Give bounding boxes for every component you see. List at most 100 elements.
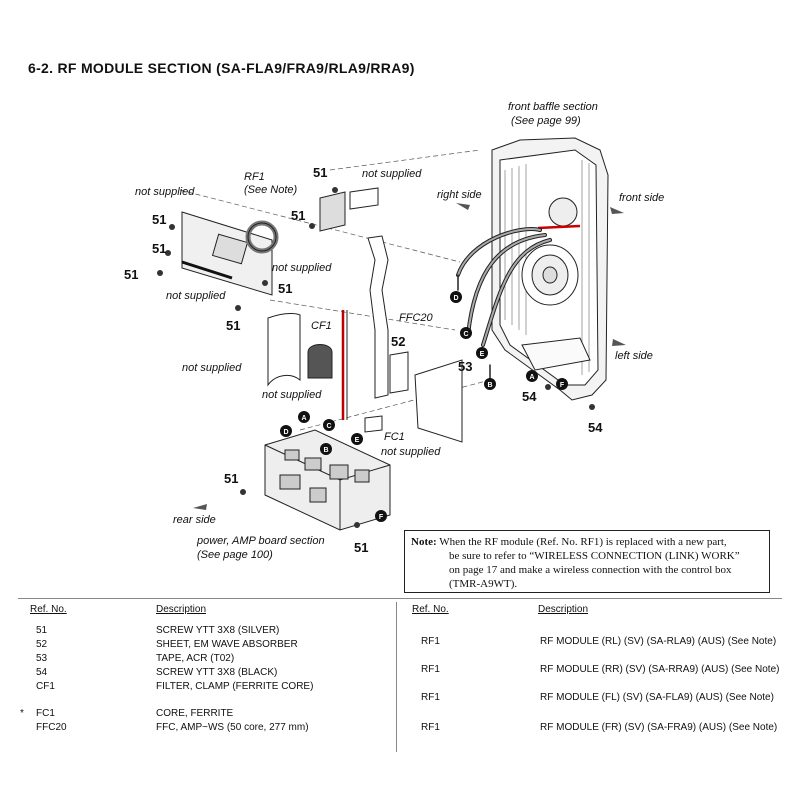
svg-text:E: E	[480, 351, 485, 358]
callout-51: 51	[313, 165, 327, 180]
callout-51: 51	[152, 241, 166, 256]
note-line-2: be sure to refer to “WIRELESS CONNECTION…	[449, 550, 740, 562]
connector-e-icon: E	[351, 433, 363, 445]
cf1-filter-clamp	[307, 310, 348, 420]
tape-53-part	[414, 359, 463, 443]
cover-sheet-part	[267, 313, 301, 387]
not-supplied-label: not supplied	[135, 186, 195, 198]
callout-numbers: 51 51 51 51 51 51 51 51 51 52 53 54 54	[124, 165, 603, 555]
page-title: 6-2. RF MODULE SECTION (SA-FLA9/FRA9/RLA…	[28, 60, 415, 76]
svg-text:F: F	[379, 514, 384, 521]
ffc20-label: FFC20	[399, 312, 434, 324]
rf1-see-note-label: (See Note)	[244, 184, 298, 196]
connector-c-icon: C	[460, 327, 472, 339]
callout-51: 51	[226, 318, 240, 333]
rf-row-ref: RF1	[421, 692, 440, 703]
callout-52: 52	[391, 334, 405, 349]
table-separator	[18, 598, 782, 599]
connector-f-icon: F	[375, 510, 387, 522]
rf-table-desc-header: Description	[538, 604, 589, 615]
rf-row-ref: RF1	[421, 664, 440, 675]
not-supplied-label: not supplied	[272, 262, 332, 274]
left-side-label: left side	[615, 350, 653, 362]
ring-gasket	[245, 220, 279, 254]
connector-e-icon: E	[476, 347, 488, 359]
svg-text:D: D	[453, 295, 458, 302]
arrow-front-side	[610, 207, 624, 214]
fc1-label: FC1	[384, 431, 405, 443]
parts-row-desc: SHEET, EM WAVE ABSORBER	[156, 639, 298, 650]
not-supplied-label: not supplied	[166, 290, 226, 302]
parts-row-ref: 53	[36, 653, 48, 664]
rf-row-desc: RF MODULE (FR) (SV) (SA-FRA9) (AUS) (See…	[540, 722, 778, 733]
rf-row-desc: RF MODULE (RL) (SV) (SA-RLA9) (AUS) (See…	[540, 636, 777, 647]
note-line-3: on page 17 and make a wireless connectio…	[449, 564, 732, 576]
note-box: Note: When the RF module (Ref. No. RF1) …	[404, 530, 770, 593]
rf1-label: RF1	[244, 171, 265, 183]
parts-row-ref: FC1	[36, 708, 55, 719]
rf-table-ref-header: Ref. No.	[412, 604, 449, 615]
right-side-label: right side	[437, 189, 482, 201]
rf-row-ref: RF1	[421, 722, 440, 733]
fc1-core-part	[364, 415, 383, 433]
not-supplied-label: not supplied	[381, 446, 441, 458]
svg-text:A: A	[301, 415, 306, 422]
callout-51: 51	[152, 212, 166, 227]
table-column-separator	[396, 602, 397, 752]
connector-a-icon: A	[298, 411, 310, 423]
screws	[157, 187, 595, 528]
wiring-harness	[456, 227, 552, 379]
note-heading: Note:	[411, 536, 437, 548]
connector-d-icon: D	[450, 291, 462, 303]
parts-table-ref-header: Ref. No.	[30, 604, 67, 615]
front-baffle-label: front baffle section	[508, 101, 598, 113]
callout-51: 51	[354, 540, 368, 555]
parts-row-mark: *	[20, 708, 24, 719]
parts-row-ref: CF1	[36, 681, 55, 692]
svg-text:B: B	[487, 382, 492, 389]
power-amp-ref-label: (See page 100)	[197, 549, 273, 561]
callout-54: 54	[522, 389, 537, 404]
not-supplied-label: not supplied	[182, 362, 242, 374]
note-line-4: (TMR-A9WT).	[449, 578, 518, 590]
direction-arrows	[193, 203, 626, 510]
parts-row-ref: 51	[36, 625, 48, 636]
power-amp-board	[264, 429, 391, 531]
cf1-label: CF1	[311, 320, 332, 332]
rf-row-desc: RF MODULE (FL) (SV) (SA-FLA9) (AUS) (See…	[540, 692, 774, 703]
parts-row-desc: SCREW YTT 3X8 (BLACK)	[156, 667, 278, 678]
callout-54: 54	[588, 420, 603, 435]
arrow-rear-side	[193, 504, 207, 510]
connector-c-icon: C	[323, 419, 335, 431]
rear-side-label: rear side	[173, 514, 216, 526]
rf1-module	[319, 187, 379, 232]
svg-text:F: F	[560, 382, 565, 389]
parts-row-desc: CORE, FERRITE	[156, 708, 234, 719]
connector-b-icon: B	[320, 443, 332, 455]
connector-f-icon: F	[556, 378, 568, 390]
svg-text:A: A	[529, 374, 534, 381]
parts-row-ref: 54	[36, 667, 48, 678]
parts-row-desc: FILTER, CLAMP (FERRITE CORE)	[156, 681, 314, 692]
callout-51: 51	[291, 208, 305, 223]
rf-row-ref: RF1	[421, 636, 440, 647]
callout-51: 51	[224, 471, 238, 486]
parts-row-ref: FFC20	[36, 722, 67, 733]
connector-b-icon: B	[484, 378, 496, 390]
note-line-1: When the RF module (Ref. No. RF1) is rep…	[439, 536, 727, 548]
connector-d-icon: D	[280, 425, 292, 437]
connector-markers: A B C D E F D C E B A F	[280, 291, 568, 522]
svg-text:D: D	[283, 429, 288, 436]
svg-text:C: C	[463, 331, 468, 338]
power-amp-label: power, AMP board section	[196, 535, 325, 547]
front-baffle-ref-label: (See page 99)	[511, 115, 581, 127]
svg-text:C: C	[326, 423, 331, 430]
svg-text:B: B	[323, 447, 328, 454]
diagram-labels: front baffle section (See page 99) right…	[135, 101, 664, 561]
callout-51: 51	[278, 281, 292, 296]
parts-row-desc: TAPE, ACR (T02)	[156, 653, 235, 664]
parts-row-desc: FFC, AMP~WS (50 core, 277 mm)	[156, 722, 309, 733]
not-supplied-label: not supplied	[262, 389, 322, 401]
arrow-left-side	[612, 339, 626, 346]
